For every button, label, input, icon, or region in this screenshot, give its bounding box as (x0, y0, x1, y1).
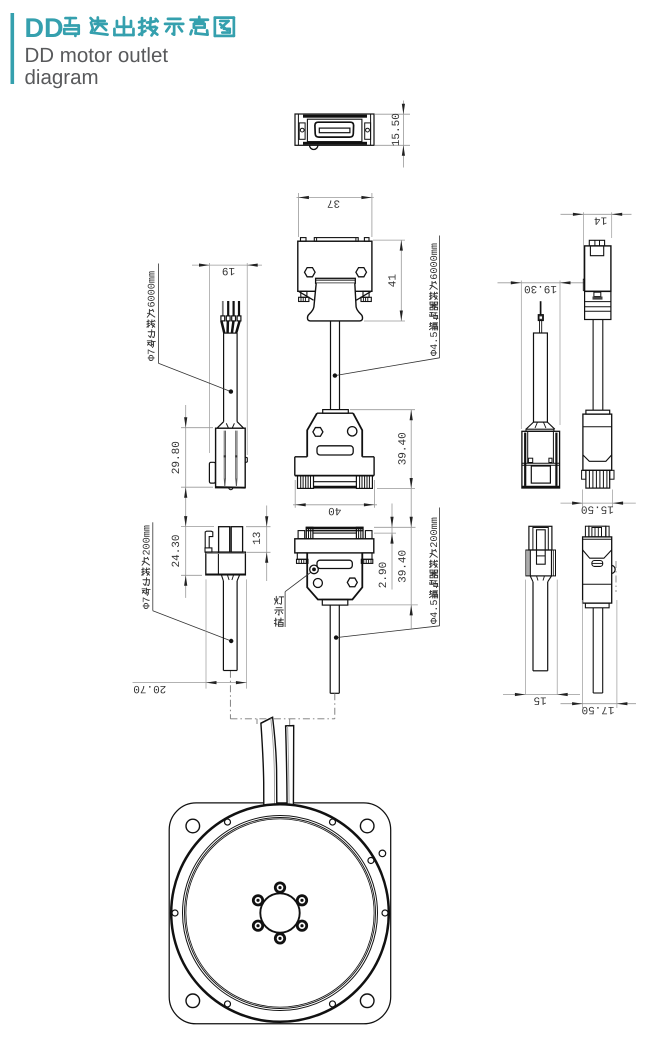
svg-text:DD: DD (25, 13, 64, 43)
svg-text:DD motor outlet: DD motor outlet (25, 44, 169, 67)
svg-text:200mm: 200mm (430, 517, 441, 548)
svg-text:6000mm: 6000mm (430, 243, 441, 280)
svg-text:diagram: diagram (25, 66, 99, 89)
svg-text:41: 41 (388, 274, 400, 288)
svg-text:40: 40 (328, 504, 341, 516)
svg-text:Φ4.5: Φ4.5 (430, 600, 441, 624)
svg-text:29.80: 29.80 (171, 441, 183, 474)
svg-text:15.50: 15.50 (391, 113, 403, 146)
svg-text:39.40: 39.40 (397, 550, 409, 583)
svg-text:39.40: 39.40 (397, 432, 409, 465)
svg-text:20.70: 20.70 (133, 682, 166, 694)
svg-text:Φ4.5: Φ4.5 (430, 332, 441, 356)
svg-text:37: 37 (327, 197, 340, 209)
svg-text:14: 14 (594, 214, 608, 226)
svg-text:13: 13 (252, 532, 264, 545)
svg-text:6000mm: 6000mm (148, 271, 159, 308)
svg-text:24.30: 24.30 (171, 534, 183, 567)
svg-text:15.50: 15.50 (581, 502, 614, 514)
svg-text:200mm: 200mm (142, 525, 153, 556)
svg-text:2.90: 2.90 (378, 562, 390, 588)
svg-text:15: 15 (533, 694, 546, 706)
svg-text:Φ7: Φ7 (148, 349, 159, 361)
svg-text:19.30: 19.30 (524, 282, 557, 294)
svg-text:19: 19 (222, 264, 235, 276)
svg-text:17.50: 17.50 (581, 703, 614, 715)
svg-text:Φ7: Φ7 (142, 597, 153, 609)
